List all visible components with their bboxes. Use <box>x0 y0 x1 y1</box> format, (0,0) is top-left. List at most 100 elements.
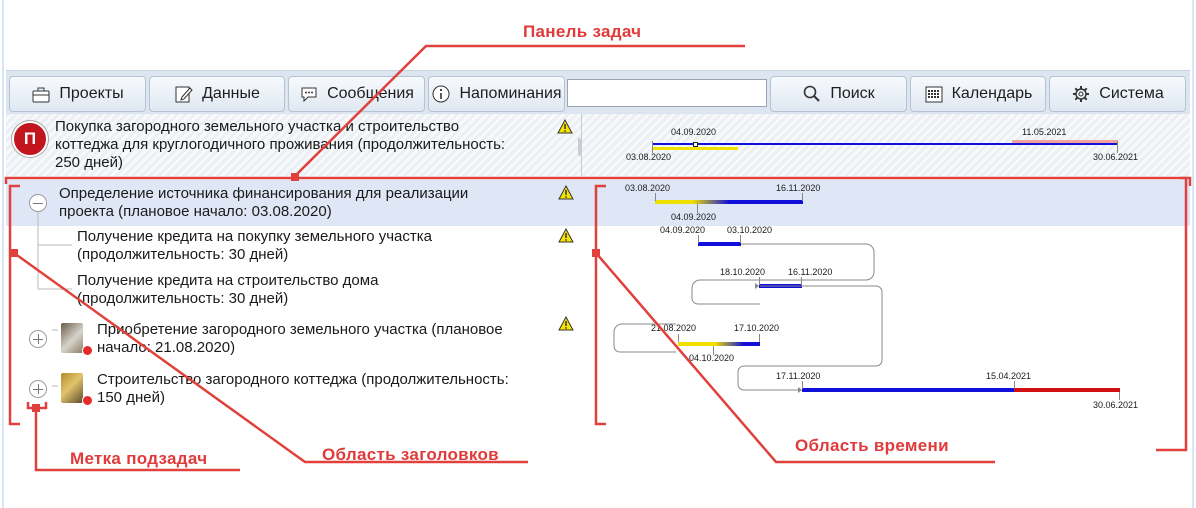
date-label: 17.10.2020 <box>734 323 780 333</box>
data-label: Данные <box>202 85 260 102</box>
selected-task-row[interactable] <box>6 180 1190 226</box>
splitter-handle[interactable] <box>578 138 581 156</box>
progress-marker <box>693 142 698 147</box>
date-label: 04.09.2020 <box>671 212 717 222</box>
briefcase-icon <box>31 84 51 104</box>
tick <box>740 235 741 243</box>
date-label: 21.08.2020 <box>651 323 697 333</box>
calendar-button[interactable]: Календарь <box>910 76 1046 112</box>
project-title-line2: коттеджа для круглогодичного проживания … <box>55 136 506 153</box>
tick <box>801 277 802 285</box>
task-4-bar[interactable] <box>678 342 760 346</box>
task-3-line2: (продолжительность: 30 дней) <box>77 290 289 307</box>
gear-icon <box>1071 84 1091 104</box>
project-title-line1: Покупка загородного земельного участка и… <box>55 118 460 135</box>
date-label: 30.06.2021 <box>1093 400 1139 410</box>
status-dot <box>82 395 93 406</box>
date-label: 03.10.2020 <box>727 225 773 235</box>
reminders-label: Напоминания <box>459 85 562 102</box>
task-2-line2: (продолжительность: 30 дней) <box>77 246 289 263</box>
info-icon <box>431 84 451 104</box>
date-label: 18.10.2020 <box>720 267 766 277</box>
tick <box>1014 381 1015 389</box>
status-dot <box>82 345 93 356</box>
task-5-bar-overdue[interactable] <box>1014 388 1120 392</box>
project-progress-bar <box>652 147 738 150</box>
tick <box>802 381 803 389</box>
date-label: 03.08.2020 <box>626 152 672 162</box>
warning-icon <box>557 119 573 134</box>
system-label: Система <box>1099 85 1164 102</box>
search-icon <box>802 84 822 104</box>
date-label: 15.04.2021 <box>986 371 1032 381</box>
reminders-button[interactable]: Напоминания <box>428 76 565 112</box>
project-title-line3: 250 дней) <box>55 154 123 171</box>
task-5-bar-plan[interactable] <box>802 388 1014 392</box>
search-button[interactable]: Поиск <box>770 76 907 112</box>
deadline-bar <box>1012 140 1118 143</box>
date-label: 17.11.2020 <box>776 371 821 381</box>
callout-anchor <box>291 173 299 181</box>
task-1-line1: Определение источника финансирования для… <box>59 185 469 202</box>
callout-anchor <box>592 249 600 257</box>
task-5-line2: 150 дней) <box>97 389 165 406</box>
task-3-line1: Получение кредита на строительство дома <box>77 272 379 289</box>
date-label: 04.09.2020 <box>671 127 717 137</box>
task-5-line1: Строительство загородного коттеджа (прод… <box>97 371 509 388</box>
task-1-line2: проекта (плановое начало: 03.08.2020) <box>59 203 332 220</box>
callout-task-panel: Панель задач <box>523 22 642 41</box>
task-2-bar[interactable] <box>698 242 741 246</box>
warning-icon <box>558 228 574 243</box>
calendar-icon <box>924 84 944 104</box>
tick <box>759 277 760 285</box>
task-tree-lines <box>37 212 72 387</box>
warning-icon <box>558 316 574 331</box>
search-input[interactable] <box>567 79 767 107</box>
projects-button[interactable]: Проекты <box>9 76 146 112</box>
chat-icon <box>299 84 319 104</box>
tick <box>1119 392 1120 400</box>
messages-label: Сообщения <box>327 85 414 102</box>
messages-button[interactable]: Сообщения <box>288 76 425 112</box>
land-plot-thumbnail <box>61 323 83 353</box>
project-plan-bar <box>652 143 1118 145</box>
tick <box>1117 141 1118 153</box>
tick <box>713 346 714 355</box>
search-label: Поиск <box>830 85 875 102</box>
expand-toggle[interactable] <box>29 330 47 348</box>
tick <box>652 141 653 153</box>
tick <box>802 193 803 201</box>
expand-toggle[interactable] <box>29 380 47 398</box>
date-label: 30.06.2021 <box>1093 152 1139 162</box>
tick <box>697 204 698 213</box>
tick <box>678 334 679 342</box>
task-4-line2: начало: 21.08.2020) <box>97 339 236 356</box>
calendar-label: Календарь <box>951 85 1033 102</box>
data-button[interactable]: Данные <box>149 76 285 112</box>
task-1-bar[interactable] <box>655 200 803 204</box>
tick <box>655 193 656 201</box>
project-badge: П <box>12 121 48 157</box>
date-label: 11.05.2021 <box>1022 127 1067 137</box>
date-label: 16.11.2020 <box>788 267 833 277</box>
callout-anchor <box>10 249 18 257</box>
pane-divider <box>581 114 582 176</box>
date-label: 03.08.2020 <box>625 183 671 193</box>
collapse-toggle[interactable] <box>29 194 47 212</box>
date-label: 04.09.2020 <box>660 225 706 235</box>
date-label: 16.11.2020 <box>776 183 821 193</box>
edit-icon <box>174 84 194 104</box>
system-button[interactable]: Система <box>1049 76 1186 112</box>
task-4-line1: Приобретение загородного земельного учас… <box>97 321 503 338</box>
construction-thumbnail <box>61 373 83 403</box>
date-label: 04.10.2020 <box>689 353 735 363</box>
project-row[interactable] <box>6 114 1190 176</box>
callout-time-area: Область времени <box>795 436 949 455</box>
callout-anchor <box>32 404 40 412</box>
callout-subtask-mark: Метка подзадач <box>70 449 208 468</box>
callout-headers-area: Область заголовков <box>322 445 499 464</box>
task-2-line1: Получение кредита на покупку земельного … <box>77 228 432 245</box>
